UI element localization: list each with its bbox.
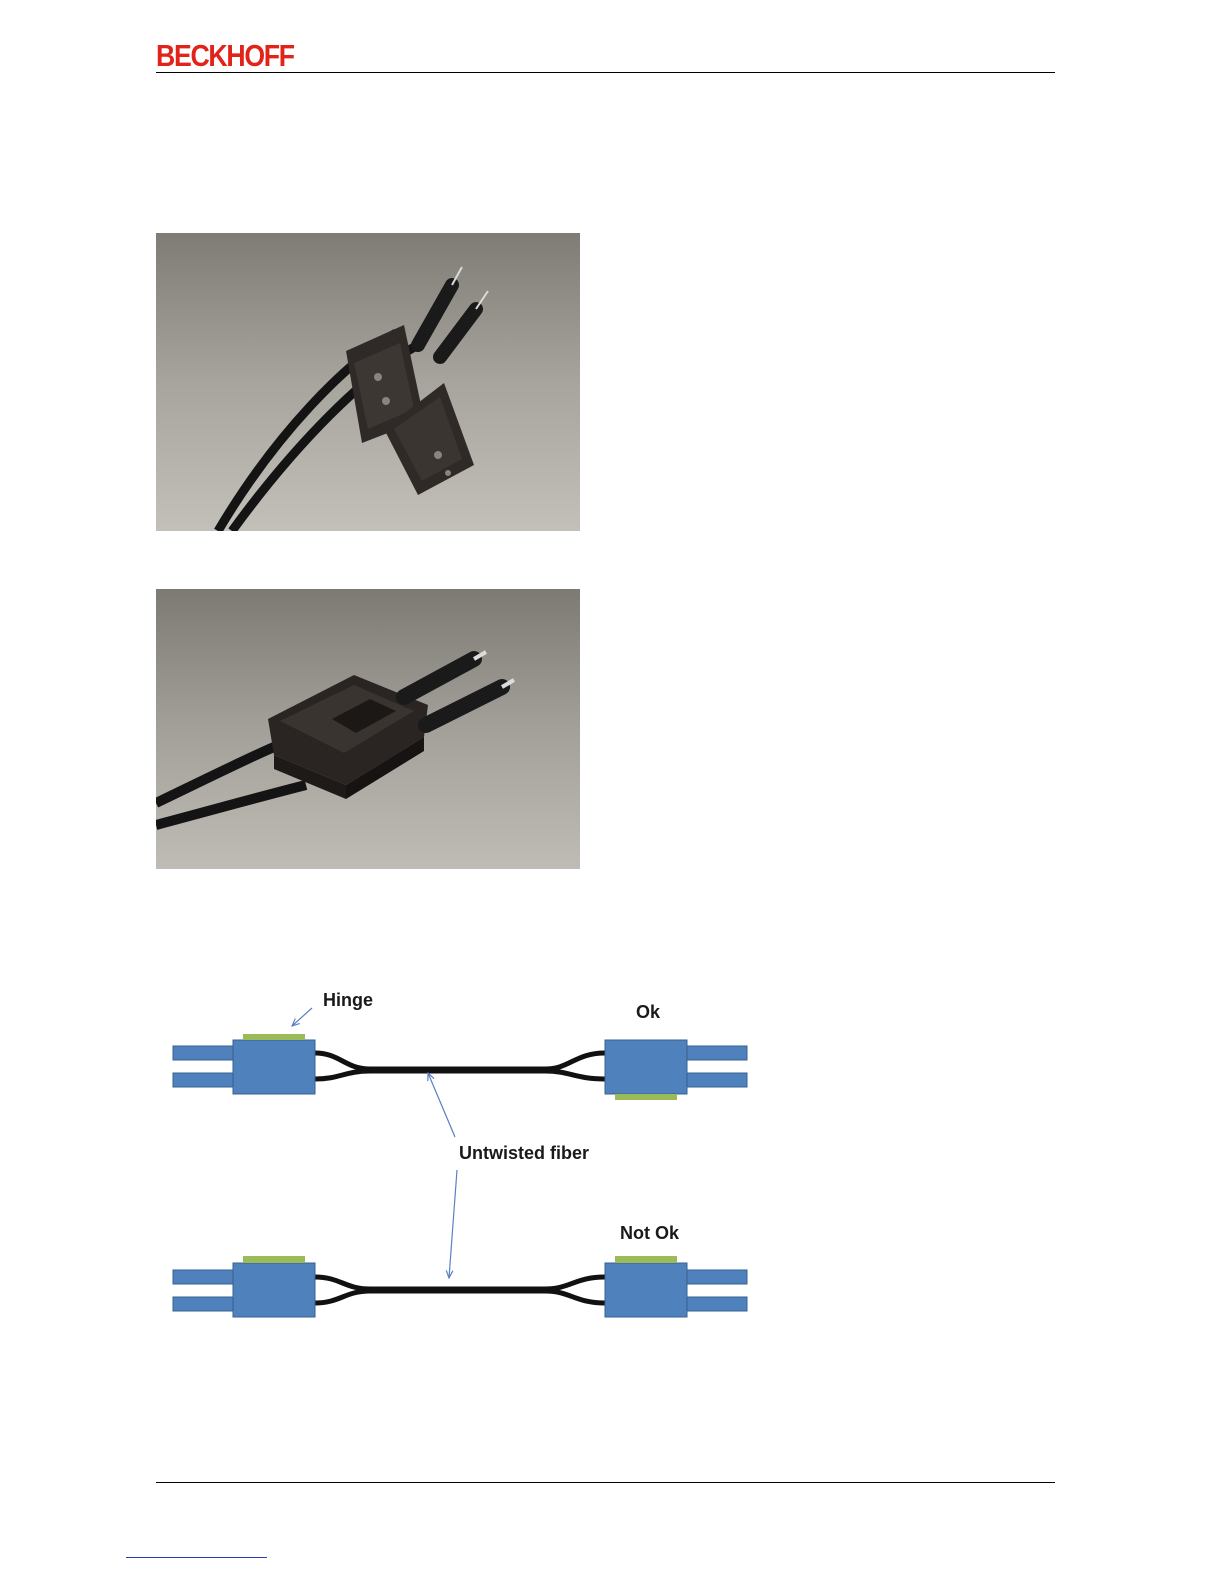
footer-link-underline (126, 1557, 267, 1558)
untwisted-fiber-label: Untwisted fiber (459, 1143, 589, 1163)
connector-right (605, 1263, 687, 1317)
connector-left (233, 1040, 315, 1094)
hinge-marker (615, 1256, 677, 1263)
ferrule-right (685, 1046, 747, 1060)
ferrule-right (685, 1073, 747, 1087)
hinge-arrow (292, 1008, 312, 1026)
ferrule-left (173, 1270, 235, 1284)
connector-right (605, 1040, 687, 1094)
connector-open-photo (156, 233, 580, 531)
fiber-orientation-diagram: Hinge Ok Untwisted fiber Not Ok (160, 975, 760, 1335)
fiber-path (315, 1277, 605, 1289)
ferrule-left (173, 1073, 235, 1087)
hinge-marker (243, 1256, 305, 1263)
ok-label: Ok (636, 1002, 661, 1022)
beckhoff-logo: BECKHOFF (156, 40, 294, 71)
fiber-path (315, 1071, 605, 1079)
ferrule-right (685, 1297, 747, 1311)
cable-ok (173, 1034, 747, 1100)
hinge-marker (615, 1094, 677, 1100)
hinge-marker (243, 1034, 305, 1040)
ferrule-left (173, 1297, 235, 1311)
not-ok-label: Not Ok (620, 1223, 680, 1243)
connector-left (233, 1263, 315, 1317)
ferrule-left (173, 1046, 235, 1060)
connector-closed-photo (156, 589, 580, 869)
header-rule (156, 72, 1055, 73)
ferrule-right (685, 1270, 747, 1284)
cable-not-ok (173, 1256, 747, 1317)
untwisted-arrow-up (428, 1073, 455, 1137)
fiber-path (315, 1053, 605, 1069)
hinge-label: Hinge (323, 990, 373, 1010)
untwisted-arrow-down (449, 1170, 457, 1278)
fiber-path (315, 1291, 605, 1303)
footer-rule (156, 1482, 1055, 1483)
